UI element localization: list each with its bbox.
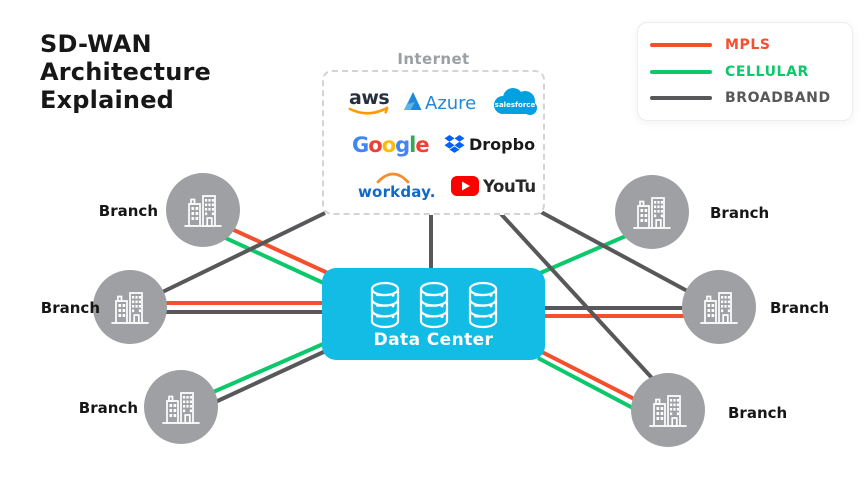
google-letter: e — [415, 133, 429, 157]
azure-logo: Azure — [404, 92, 476, 114]
branch-node-middle-right — [682, 270, 756, 344]
google-letter: G — [352, 133, 369, 157]
link-branch-bottom-left-broadband — [210, 347, 331, 406]
dropbox-logo: Dropbox — [444, 135, 536, 154]
link-internet-branch-middle-left-broadband — [145, 211, 326, 302]
link-branch-bottom-left-cellular — [203, 339, 331, 398]
google-logo: Google — [352, 133, 430, 157]
page-title-line2: Architecture — [40, 58, 211, 86]
dropbox-glyph-icon — [444, 135, 465, 153]
database-icon — [419, 281, 448, 329]
internet-label: Internet — [397, 50, 470, 68]
branch-label-top-right: Branch — [710, 204, 770, 222]
legend-label-broadband: BROADBAND — [725, 89, 831, 106]
google-letter: o — [381, 133, 396, 157]
azure-logo-text: Azure — [425, 93, 476, 114]
buildings-icon — [700, 292, 738, 324]
dropbox-logo-text: Dropbox — [469, 135, 536, 154]
internet-cloud-box: aws Azure salesforce Google — [322, 70, 545, 215]
branch-node-middle-left — [93, 270, 167, 344]
buildings-icon — [649, 395, 687, 427]
mpls-line-swatch — [650, 43, 712, 48]
workday-logo-text: workday. — [358, 183, 434, 201]
youtube-play-icon — [451, 176, 479, 196]
link-branch-top-left-cellular — [205, 227, 331, 288]
page-title-line1: SD-WAN — [40, 30, 152, 58]
branch-label-bottom-left: Branch — [78, 399, 138, 417]
legend-label-mpls: MPLS — [725, 37, 771, 54]
legend-item-mpls: MPLS — [638, 37, 852, 53]
salesforce-logo-text: salesforce — [495, 101, 536, 109]
link-internet-branch-middle-right-broadband — [540, 210, 705, 302]
salesforce-logo: salesforce — [494, 88, 537, 115]
page-title: SD-WAN Architecture Explained — [40, 30, 211, 114]
buildings-icon — [633, 197, 671, 229]
legend-item-cellular: CELLULAR — [638, 64, 852, 80]
branch-label-bottom-right: Branch — [728, 404, 788, 422]
legend-label-cellular: CELLULAR — [725, 63, 809, 80]
buildings-icon — [184, 195, 222, 227]
branch-label-middle-left: Branch — [40, 299, 100, 317]
database-icons — [322, 280, 545, 330]
buildings-icon — [162, 392, 200, 424]
branch-node-bottom-left — [144, 370, 218, 444]
azure-triangle-highlight — [404, 92, 415, 110]
database-icon — [370, 281, 399, 329]
aws-logo: aws — [348, 87, 390, 115]
buildings-icon — [111, 292, 149, 324]
branch-node-top-right — [615, 175, 689, 249]
branch-node-top-left — [166, 173, 240, 247]
aws-logo-text: aws — [349, 87, 389, 109]
legend-item-broadband: BROADBAND — [638, 90, 852, 106]
branch-node-bottom-right — [631, 373, 705, 447]
broadband-line-swatch — [650, 95, 712, 100]
workday-logo: workday. — [358, 172, 434, 201]
cellular-line-swatch — [650, 69, 712, 74]
google-letter: l — [409, 133, 416, 157]
branch-label-top-left: Branch — [98, 202, 158, 220]
link-internet-branch-bottom-right-broadband — [499, 212, 665, 392]
workday-arc-icon — [376, 172, 410, 184]
google-letter: g — [395, 133, 410, 157]
legend: MPLS CELLULAR BROADBAND — [637, 22, 853, 121]
aws-smile-arrow-icon — [384, 106, 389, 114]
data-center-label: Data Center — [373, 330, 494, 350]
aws-smile-icon — [348, 106, 389, 115]
salesforce-cloud-icon — [494, 88, 537, 115]
data-center-box: Data Center — [322, 268, 545, 360]
youtube-logo: YouTube — [451, 176, 536, 196]
database-icon — [468, 281, 497, 329]
page-title-line3: Explained — [40, 86, 175, 114]
youtube-logo-text: YouTube — [482, 177, 536, 196]
google-letter: o — [368, 133, 382, 157]
branch-label-middle-right: Branch — [770, 299, 830, 317]
